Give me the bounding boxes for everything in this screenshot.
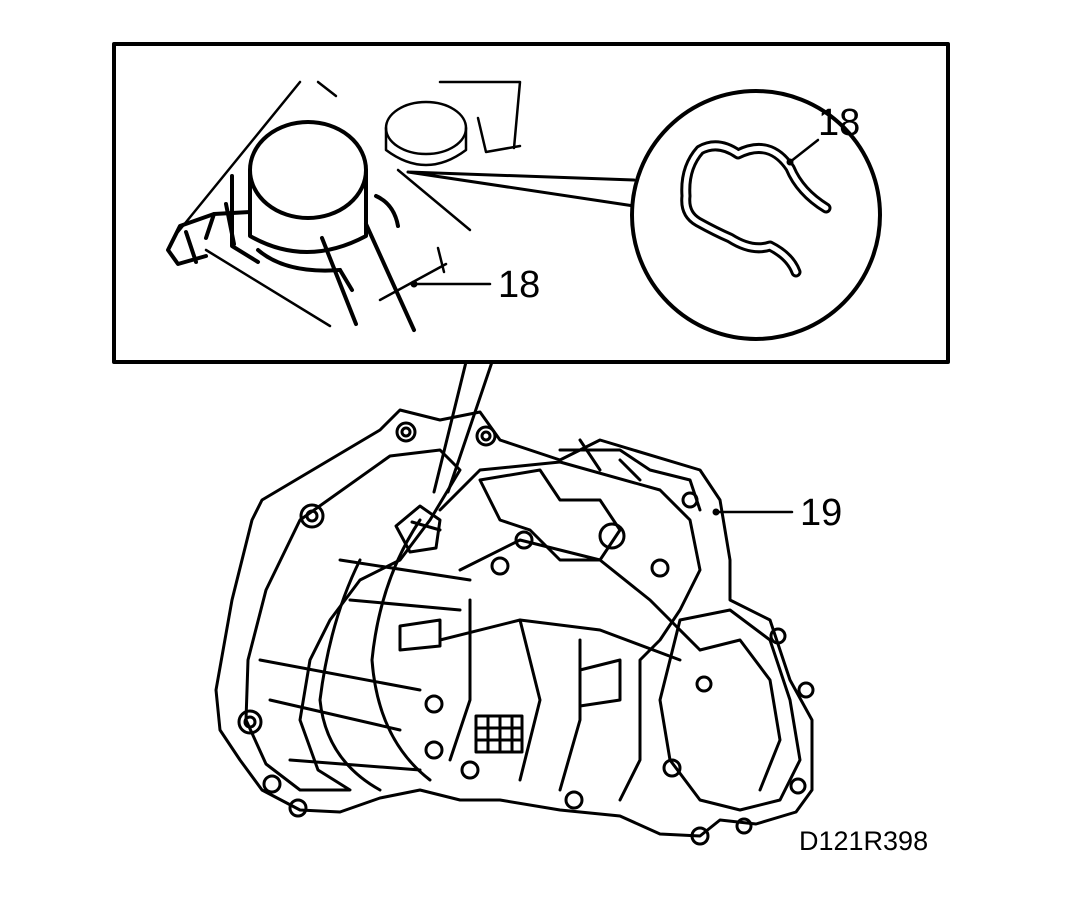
magnifier-lines bbox=[406, 170, 636, 208]
clip-leader bbox=[788, 138, 820, 164]
inset-background-structure bbox=[176, 80, 522, 328]
inset-sensor-part bbox=[166, 120, 416, 332]
gearbox-housing bbox=[214, 408, 814, 838]
inset-pointer bbox=[432, 360, 494, 494]
figure-code: D121R398 bbox=[799, 826, 929, 856]
callout-gearbox-19: 19 bbox=[800, 492, 843, 534]
callout-part-18: 18 bbox=[498, 264, 541, 306]
callout-clip-18: 18 bbox=[818, 102, 861, 144]
gearbox-bolts bbox=[237, 421, 815, 846]
